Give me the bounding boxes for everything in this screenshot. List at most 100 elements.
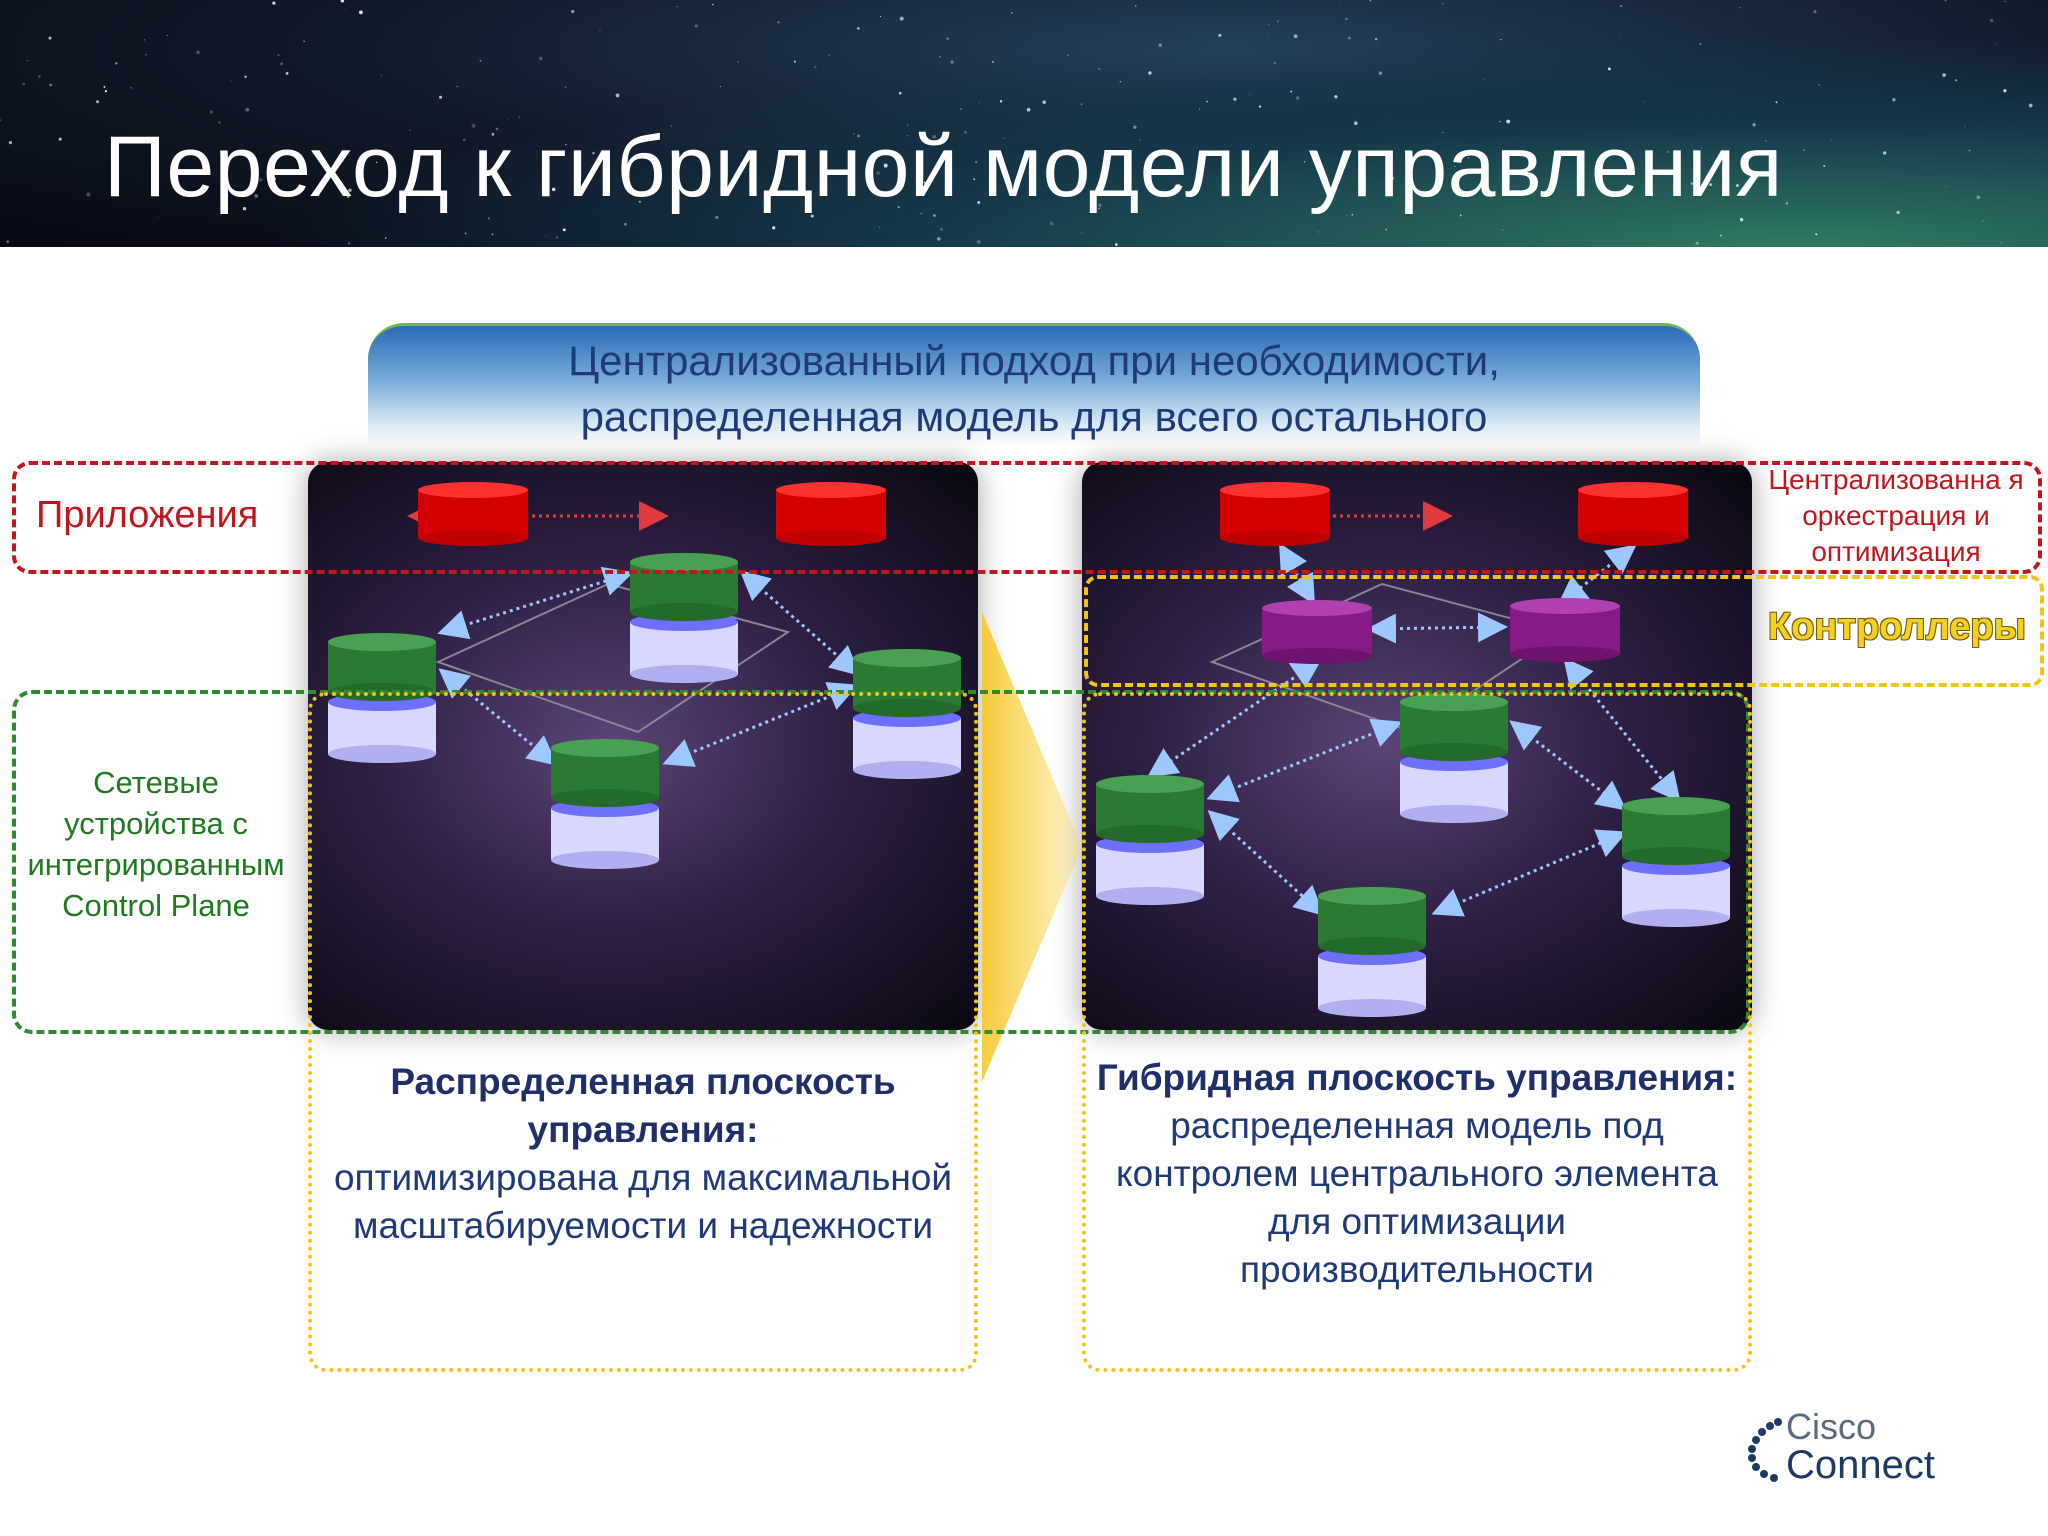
star <box>359 10 363 15</box>
star <box>555 236 558 239</box>
star <box>1818 84 1821 86</box>
star <box>551 187 556 192</box>
star <box>1369 0 1372 2</box>
banner-line-1: Централизованный подход при необходимост… <box>568 337 1500 384</box>
control-link <box>1279 542 1315 606</box>
star <box>104 89 108 93</box>
star <box>1268 24 1270 26</box>
star <box>1080 232 1083 234</box>
star <box>1502 229 1504 231</box>
device-link <box>1207 809 1325 917</box>
star <box>518 116 520 118</box>
cisco-connect-logo: Cisco Connect <box>1740 1408 1970 1488</box>
star <box>1017 171 1021 176</box>
star <box>1199 162 1203 165</box>
star <box>828 54 831 57</box>
star <box>471 123 476 128</box>
star <box>230 80 232 82</box>
applications-label: Приложения <box>36 494 259 536</box>
star <box>1701 147 1702 149</box>
network-device <box>1096 775 1204 905</box>
star <box>280 62 284 66</box>
header-banner: Переход к гибридной модели управления <box>0 0 2048 247</box>
star <box>1982 219 1984 222</box>
star <box>2004 0 2006 2</box>
star <box>242 207 247 211</box>
star <box>1620 4 1623 8</box>
star <box>973 178 976 180</box>
hybrid-diagram-panel <box>1082 462 1752 1030</box>
star <box>196 50 200 55</box>
application-node <box>1220 482 1330 546</box>
device-link <box>1431 829 1628 917</box>
star <box>1049 221 1054 226</box>
star <box>285 71 289 75</box>
device-link <box>437 566 634 640</box>
star <box>22 82 26 86</box>
star <box>907 124 909 126</box>
star <box>933 214 936 217</box>
network-devices-label: Сетевые устройства с интегрированным Con… <box>27 765 285 923</box>
star <box>1995 43 1997 45</box>
star <box>1803 149 1805 151</box>
control-link <box>1366 612 1508 644</box>
star <box>1690 182 1694 185</box>
star <box>1815 233 1818 236</box>
network-device <box>328 633 436 763</box>
star <box>1353 121 1358 126</box>
star <box>810 214 814 218</box>
logo-text-cisco: Cisco <box>1786 1406 1877 1447</box>
star <box>303 40 305 43</box>
controllers-label: Контроллеры <box>1767 606 2027 648</box>
star <box>624 222 627 226</box>
star <box>946 37 949 40</box>
star <box>1666 150 1670 153</box>
star <box>813 69 815 71</box>
star <box>209 110 214 114</box>
star <box>1442 2 1444 5</box>
star <box>1033 186 1036 189</box>
network-device <box>853 649 961 779</box>
star <box>48 36 52 40</box>
distributed-diagram-panel <box>308 462 978 1030</box>
star <box>1249 94 1251 96</box>
star <box>1303 161 1306 163</box>
star <box>273 177 276 181</box>
star <box>384 237 387 239</box>
star <box>1003 137 1005 140</box>
star <box>899 16 904 21</box>
star <box>462 138 466 142</box>
star <box>670 125 672 127</box>
logo-text-connect: Connect <box>1786 1443 1935 1487</box>
star <box>1351 214 1354 216</box>
star <box>907 135 908 137</box>
starfield <box>0 0 2033 247</box>
star <box>706 155 708 157</box>
star <box>772 226 776 230</box>
application-node <box>1578 482 1688 546</box>
star <box>115 62 118 65</box>
star <box>487 217 490 220</box>
star <box>936 237 941 241</box>
star <box>26 60 29 62</box>
star <box>1273 61 1276 65</box>
star <box>1098 67 1101 70</box>
star <box>705 172 709 176</box>
device-link <box>662 682 859 767</box>
star <box>676 6 678 8</box>
star <box>571 9 575 14</box>
star <box>1442 131 1444 133</box>
star <box>539 56 543 61</box>
device-link <box>438 668 558 766</box>
star <box>244 75 247 78</box>
star <box>963 130 967 134</box>
star <box>897 205 900 209</box>
star <box>813 65 817 69</box>
star <box>1752 123 1756 127</box>
star <box>1276 20 1280 23</box>
star <box>1500 38 1502 41</box>
star <box>1139 139 1141 141</box>
star <box>1945 186 1947 188</box>
star <box>258 178 263 182</box>
star <box>1629 170 1631 172</box>
